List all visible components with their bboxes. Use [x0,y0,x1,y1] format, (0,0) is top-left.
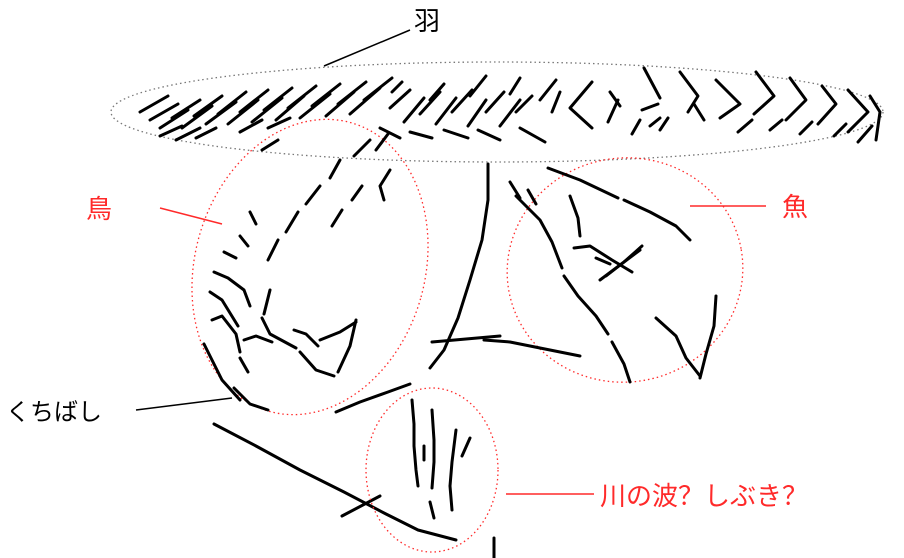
feather-label: 羽 [414,7,440,37]
misc-strokes [212,162,502,558]
river-strokes [410,398,472,520]
bird-label: 鳥 [86,195,112,225]
fish-label: 魚 [782,193,808,223]
feather-region-outline [110,61,884,163]
bird-leader-line [159,207,223,225]
river-label: 川の波？しぶき？ [600,482,808,512]
beak-leader-line [135,397,233,411]
bird-region-outline [191,118,429,416]
feather-leader-line [323,29,411,67]
beak-label: くちばし [6,398,102,426]
fish-strokes [482,166,718,384]
fish-region-outline [506,157,744,383]
river-region-outline [365,387,499,553]
feather-strokes [138,66,882,152]
bird-strokes [202,132,392,412]
